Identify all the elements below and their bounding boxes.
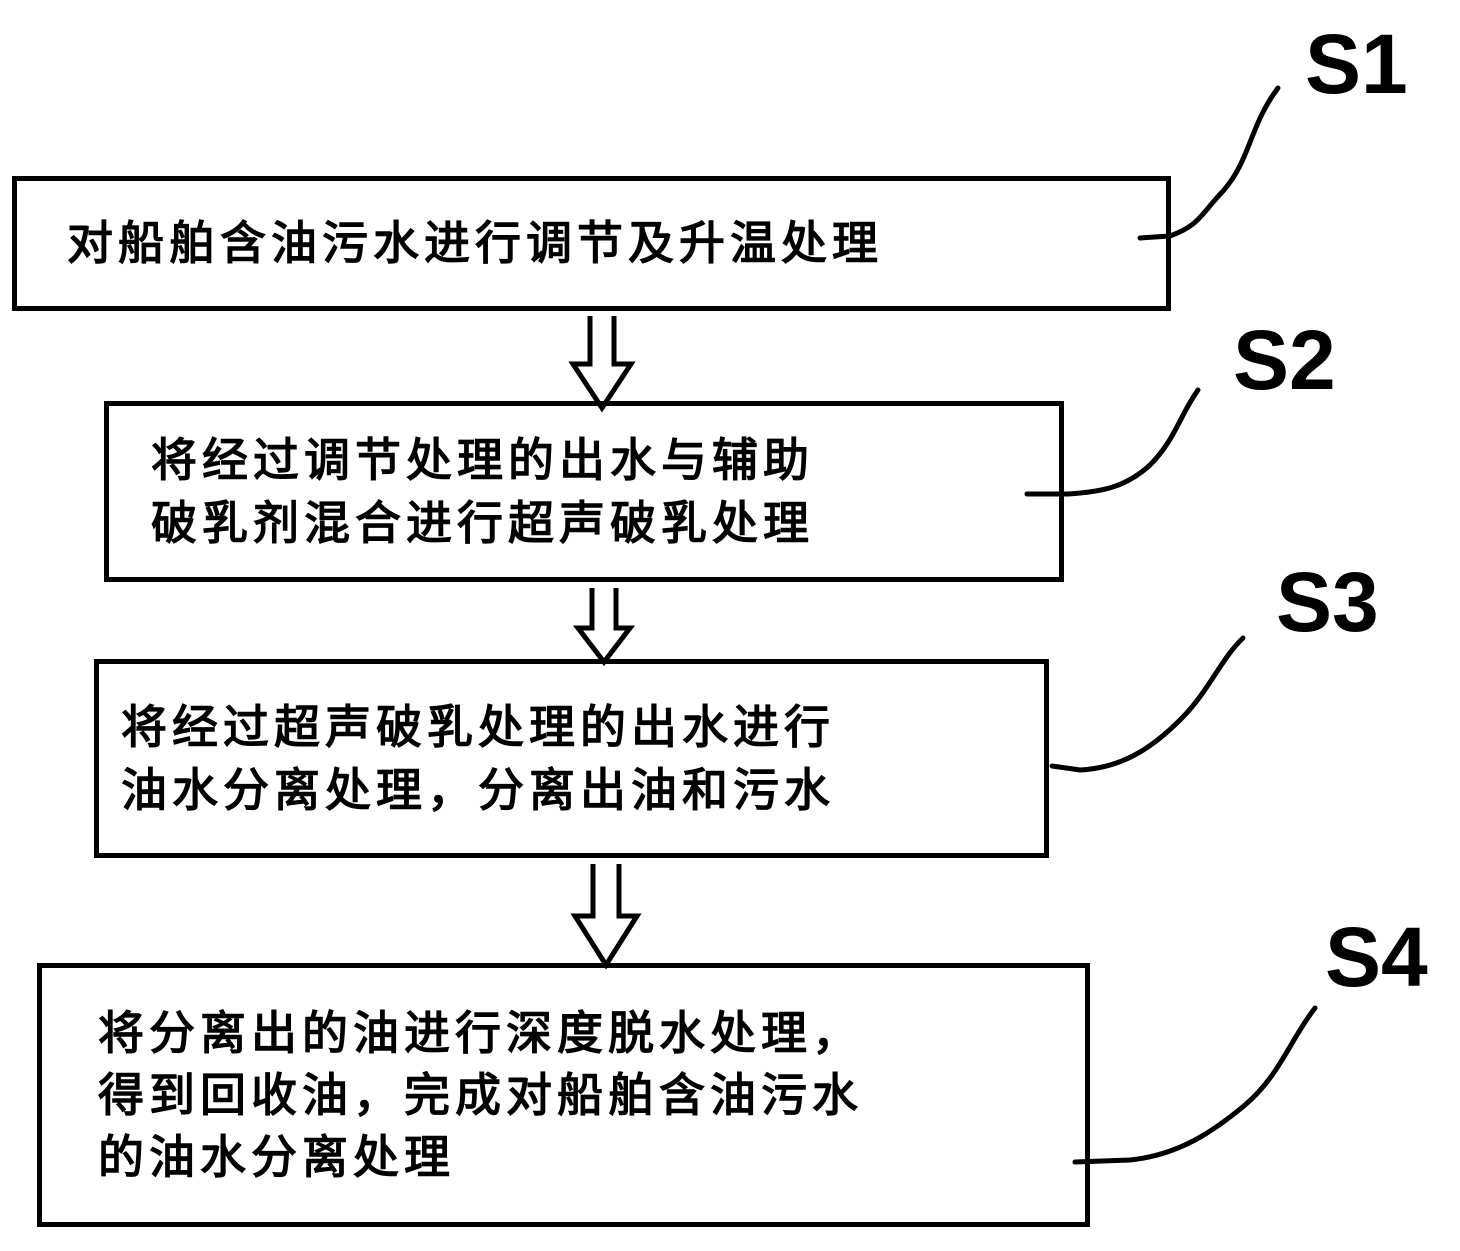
step-s4-label: S4 (1325, 910, 1428, 1004)
arrow-s2-to-s3 (572, 588, 636, 667)
leader-line-s4 (1072, 1005, 1318, 1165)
step-s2-label: S2 (1233, 313, 1336, 407)
step-s4-text-line-3: 的油水分离处理 (98, 1130, 455, 1185)
step-s2-box: 将经过调节处理的出水与辅助 破乳剂混合进行超声破乳处理 (104, 401, 1064, 582)
step-s2-text-line-2: 破乳剂混合进行超声破乳处理 (151, 495, 814, 550)
step-s4-text-line-1: 将分离出的油进行深度脱水处理， (98, 1005, 863, 1060)
step-s3-text-line-1: 将经过超声破乳处理的出水进行 (121, 700, 835, 755)
arrow-s1-to-s2 (568, 316, 636, 413)
step-s1-label: S1 (1305, 17, 1408, 111)
step-s3-label: S3 (1276, 555, 1379, 649)
step-s3-box: 将经过超声破乳处理的出水进行 油水分离处理，分离出油和污水 (94, 659, 1049, 858)
step-s3-text-line-2: 油水分离处理，分离出油和污水 (121, 762, 835, 817)
leader-line-s3 (1049, 635, 1246, 773)
step-s4-text-line-2: 得到回收油，完成对船舶含油污水 (98, 1067, 863, 1122)
arrow-s3-to-s4 (570, 864, 642, 970)
step-s2-text-line-1: 将经过调节处理的出水与辅助 (151, 433, 814, 488)
step-s4-box: 将分离出的油进行深度脱水处理， 得到回收油，完成对船舶含油污水 的油水分离处理 (37, 963, 1090, 1227)
step-s1-box: 对船舶含油污水进行调节及升温处理 (12, 176, 1171, 311)
step-s1-text-line-1: 对船舶含油污水进行调节及升温处理 (67, 216, 883, 271)
